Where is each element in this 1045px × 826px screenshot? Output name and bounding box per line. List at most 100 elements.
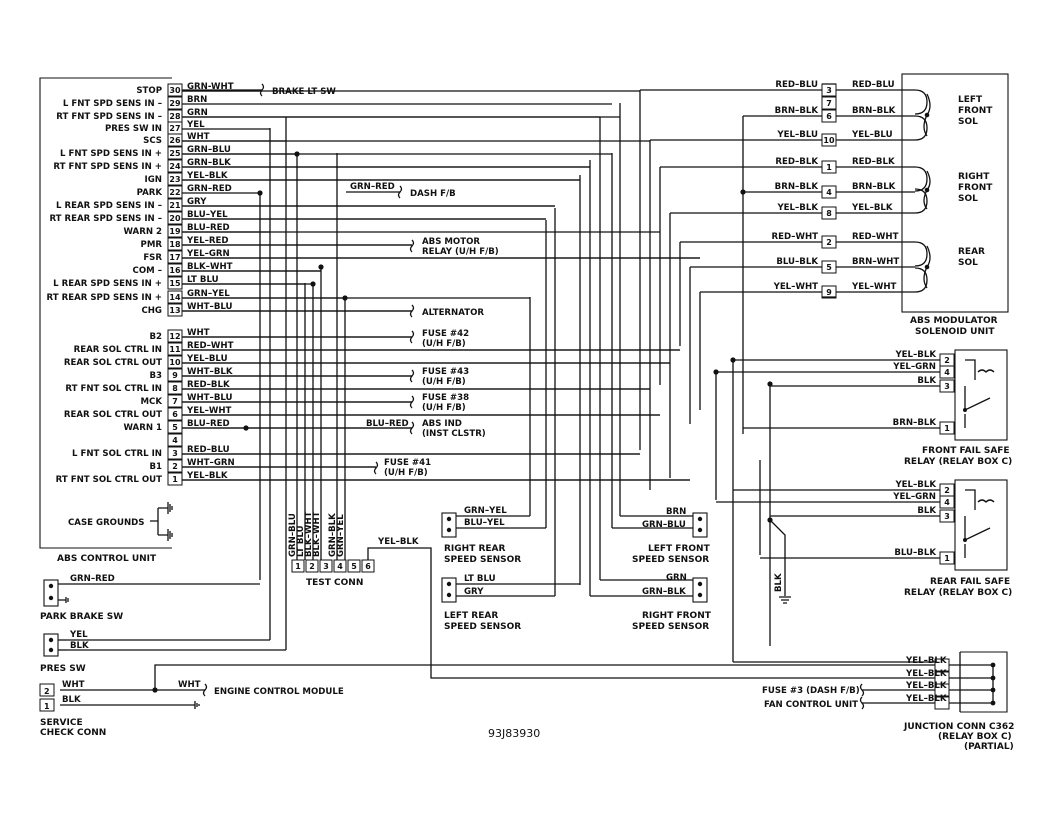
terminal-box	[167, 342, 183, 356]
terminal-name: B2	[149, 332, 162, 342]
park-brake-switch: GRN–RED PARK BRAKE SW	[40, 574, 123, 622]
terminal-name: PMR	[141, 240, 163, 250]
terminal-pin: 18	[169, 240, 181, 249]
terminal-pin: 11	[169, 345, 181, 354]
front-relay-title2: RELAY (RELAY BOX C)	[904, 457, 1012, 467]
terminal-wire-color: YEL	[186, 120, 205, 130]
terminal-name: RT FNT SOL CTRL IN	[65, 384, 162, 394]
ecm-label: ENGINE CONTROL MODULE	[214, 687, 344, 697]
terminal-box	[167, 159, 183, 173]
terminal-box	[167, 96, 183, 110]
right-front-speed-sensor: GRN GRN–BLK RIGHT FRONT SPEED SENSOR	[590, 573, 712, 632]
test-conn-wire-color: LT BLU	[296, 525, 306, 557]
terminal-pin: 6	[172, 410, 178, 419]
fuse41-label: FUSE #41	[384, 458, 431, 468]
terminal-pin: 9	[172, 371, 178, 380]
dash-fb-wire-label: GRN–RED	[350, 182, 395, 192]
fuse38-label: FUSE #38	[422, 393, 469, 403]
terminal-wire-color: YEL–BLK	[186, 471, 228, 481]
solenoid-link	[923, 170, 931, 210]
terminal-name: SCS	[143, 136, 162, 146]
relay-coil-icon	[977, 499, 995, 503]
terminal-box	[167, 290, 183, 304]
terminal-pin: 3	[172, 449, 178, 458]
terminal-name: REAR SOL CTRL OUT	[64, 358, 162, 368]
relay-wire-color: YEL–BLK	[894, 480, 936, 490]
pres-sw-title: PRES SW	[40, 664, 86, 674]
service-wire-a: WHT	[62, 680, 85, 690]
relay-pin: 3	[944, 382, 950, 391]
terminal-pin: 28	[169, 112, 181, 121]
terminal-box	[167, 276, 183, 290]
right-rear-speed-sensor: GRN–YEL BLU–YEL RIGHT REAR SPEED SENSOR	[441, 506, 546, 565]
solenoid-coil-icon	[914, 89, 928, 141]
diagram-reference-code: 93J83930	[488, 727, 540, 740]
terminal-wire-color: WHT–BLK	[187, 367, 233, 377]
terminal-name: COM –	[133, 266, 162, 276]
terminal-wire-color: WHT–GRN	[187, 458, 235, 468]
left-rear-speed-sensor: LT BLU GRY LEFT REAR SPEED SENSOR	[441, 574, 580, 632]
pressure-switch: YEL BLK PRES SW	[40, 630, 89, 674]
test-conn-pin-box	[347, 559, 361, 573]
solenoid-wire-color: YEL–BLU	[851, 130, 893, 140]
modulator-pin: 10	[823, 136, 835, 145]
terminal-name: REAR SOL CTRL IN	[74, 345, 162, 355]
relay-wire-color: YEL–GRN	[892, 492, 936, 502]
fuse38-box-label: (U/H F/B)	[422, 403, 466, 413]
lr-wire1: LT BLU	[464, 574, 496, 584]
solenoid-wire-color: YEL–WHT	[851, 282, 897, 292]
test-conn-wire-color: GRN–BLU	[288, 513, 298, 557]
terminal-pin: 27	[169, 124, 180, 133]
modulator-title1: ABS MODULATOR	[910, 316, 998, 326]
modulator-pin: 9	[826, 288, 832, 297]
test-conn-wire-color: BLK–WHT	[304, 511, 314, 557]
modulator-pin: 6	[826, 112, 832, 121]
alternator-label: ALTERNATOR	[422, 308, 484, 318]
terminal-box	[167, 407, 183, 421]
pres-sw-wire1: YEL	[69, 630, 88, 640]
terminal-pin: 21	[169, 201, 181, 210]
terminal-box	[167, 446, 183, 460]
terminal-name: B3	[149, 371, 162, 381]
terminal-wire-color: WHT	[187, 132, 210, 142]
abs-ind-wire-label: BLU–RED	[366, 419, 409, 429]
terminal-pin: 10	[169, 358, 181, 367]
junction-title2: (RELAY BOX C)	[938, 732, 1012, 742]
terminal-wire-color: YEL–BLU	[186, 354, 228, 364]
terminal-wire-color: GRN–RED	[187, 184, 232, 194]
modulator-pin: 8	[826, 209, 832, 218]
abs-modulator: ABS MODULATOR SOLENOID UNIT	[901, 73, 1009, 337]
terminal-name: MCK	[140, 397, 162, 407]
terminal-pin: 29	[169, 99, 181, 108]
terminal-pin: 20	[169, 214, 181, 223]
terminal-wire-color: RED–BLU	[187, 445, 230, 455]
modulator-title2: SOLENOID UNIT	[915, 327, 995, 337]
lf-wire1: BRN	[666, 507, 686, 517]
test-conn-title: TEST CONN	[306, 578, 363, 588]
splice-point	[730, 357, 736, 363]
terminal-name: PRES SW IN	[105, 124, 162, 134]
lf-title1: LEFT FRONT	[648, 544, 711, 554]
terminal-pin: 19	[169, 227, 181, 236]
relay-pin: 3	[944, 512, 950, 521]
terminal-name: FSR	[143, 253, 162, 263]
terminal-name: L FNT SPD SENS IN –	[63, 99, 162, 109]
abs-control-unit: ABS CONTROL UNIT CASE GROUNDS	[39, 77, 173, 564]
terminal-wire-color: GRN	[187, 108, 208, 118]
solenoid-wire-color: RED–BLU	[852, 80, 895, 90]
rear-fail-safe-relay: REAR FAIL SAFE RELAY (RELAY BOX C)	[904, 479, 1012, 598]
harness-wires	[60, 89, 935, 706]
test-conn-wire-color: GRN–BLK	[328, 513, 338, 557]
relay-wire-color: YEL–BLK	[894, 350, 936, 360]
terminal-name: WARN 1	[123, 423, 162, 433]
solenoid-wire-color: BRN–BLK	[852, 106, 896, 116]
rr-wire2: BLU–YEL	[464, 518, 505, 528]
junction-title3: (PARTIAL)	[964, 742, 1014, 752]
park-brake-title: PARK BRAKE SW	[40, 612, 123, 622]
test-conn-pin: 6	[365, 562, 371, 571]
junction-wire-color: YEL–BLK	[905, 656, 947, 666]
solenoid-group-label: RIGHT	[958, 172, 990, 182]
rr-title2: SPEED SENSOR	[444, 555, 521, 565]
terminal-pin: 4	[172, 436, 178, 445]
